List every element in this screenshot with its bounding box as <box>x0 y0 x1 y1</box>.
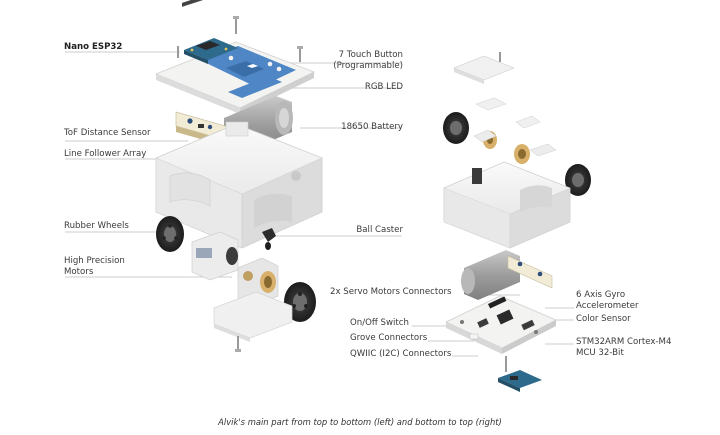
right-motors <box>473 129 557 164</box>
right-top-plate <box>453 52 515 84</box>
label-motors-line2: Motors <box>64 266 94 277</box>
servo-header <box>487 296 507 309</box>
figure-caption: Alvik's main part from top to bottom (le… <box>218 417 502 427</box>
ball-caster <box>262 228 276 250</box>
left-assembly <box>154 0 323 352</box>
tof-sensor-1 <box>187 118 193 124</box>
bottom-plate-left <box>213 291 293 342</box>
label-servo-connectors: 2x Servo Motors Connectors <box>330 287 452 297</box>
label-qwiic-connectors: QWIIC (I2C) Connectors <box>350 349 452 359</box>
label-on-off-switch: On/Off Switch <box>350 318 409 328</box>
right-brackets <box>475 97 541 129</box>
label-motors-line1: High Precision <box>64 256 125 266</box>
label-mcu: STM32ARM Cortex-M4 MCU 32-Bit <box>576 337 671 358</box>
nano-board-bottom <box>498 356 542 392</box>
touch-pad-1 <box>267 61 273 67</box>
label-mcu-line1: STM32ARM Cortex-M4 <box>576 337 672 347</box>
label-imu: 6 Axis Gyro Accelerometer <box>576 290 639 311</box>
label-grove-connectors: Grove Connectors <box>350 333 428 343</box>
sensor-board-right <box>507 255 553 289</box>
rubber-wheel-left <box>156 216 184 252</box>
screw-top-2 <box>297 46 303 62</box>
label-touch-button: 7 Touch Button (Programmable) <box>300 50 403 71</box>
label-battery: 18650 Battery <box>341 122 403 132</box>
nano-esp32-board <box>184 38 238 64</box>
screw-top-1 <box>233 16 239 34</box>
right-wheel-lower <box>565 164 591 196</box>
label-line-follower: Line Follower Array <box>64 149 147 159</box>
right-assembly <box>443 52 591 392</box>
chassis-left <box>155 121 323 249</box>
label-touch-button-line1: 7 Touch Button <box>338 50 403 60</box>
label-ball-caster: Ball Caster <box>356 225 403 235</box>
motor-assembly <box>191 231 279 307</box>
label-nano-esp32: Nano ESP32 <box>64 42 123 52</box>
chassis-right <box>443 161 571 249</box>
label-touch-button-line2: (Programmable) <box>333 60 403 71</box>
header-pins <box>182 0 222 7</box>
label-motors: High Precision Motors <box>64 256 125 277</box>
main-pcb-right <box>445 295 557 354</box>
label-color-sensor: Color Sensor <box>576 314 631 324</box>
label-mcu-line2: MCU 32-Bit <box>576 347 624 358</box>
label-tof-sensor: ToF Distance Sensor <box>64 128 151 138</box>
label-imu-line2: Accelerometer <box>576 300 639 311</box>
battery-right <box>461 250 520 300</box>
label-rubber-wheels: Rubber Wheels <box>64 221 129 231</box>
label-rgb-led: RGB LED <box>364 82 403 92</box>
label-imu-line1: 6 Axis Gyro <box>576 290 626 300</box>
screw-bottom-1 <box>235 336 241 352</box>
mcu-chip <box>496 309 514 325</box>
touch-pad-3 <box>228 55 234 61</box>
touch-pad-2 <box>276 66 282 72</box>
right-wheel-upper <box>443 112 469 144</box>
